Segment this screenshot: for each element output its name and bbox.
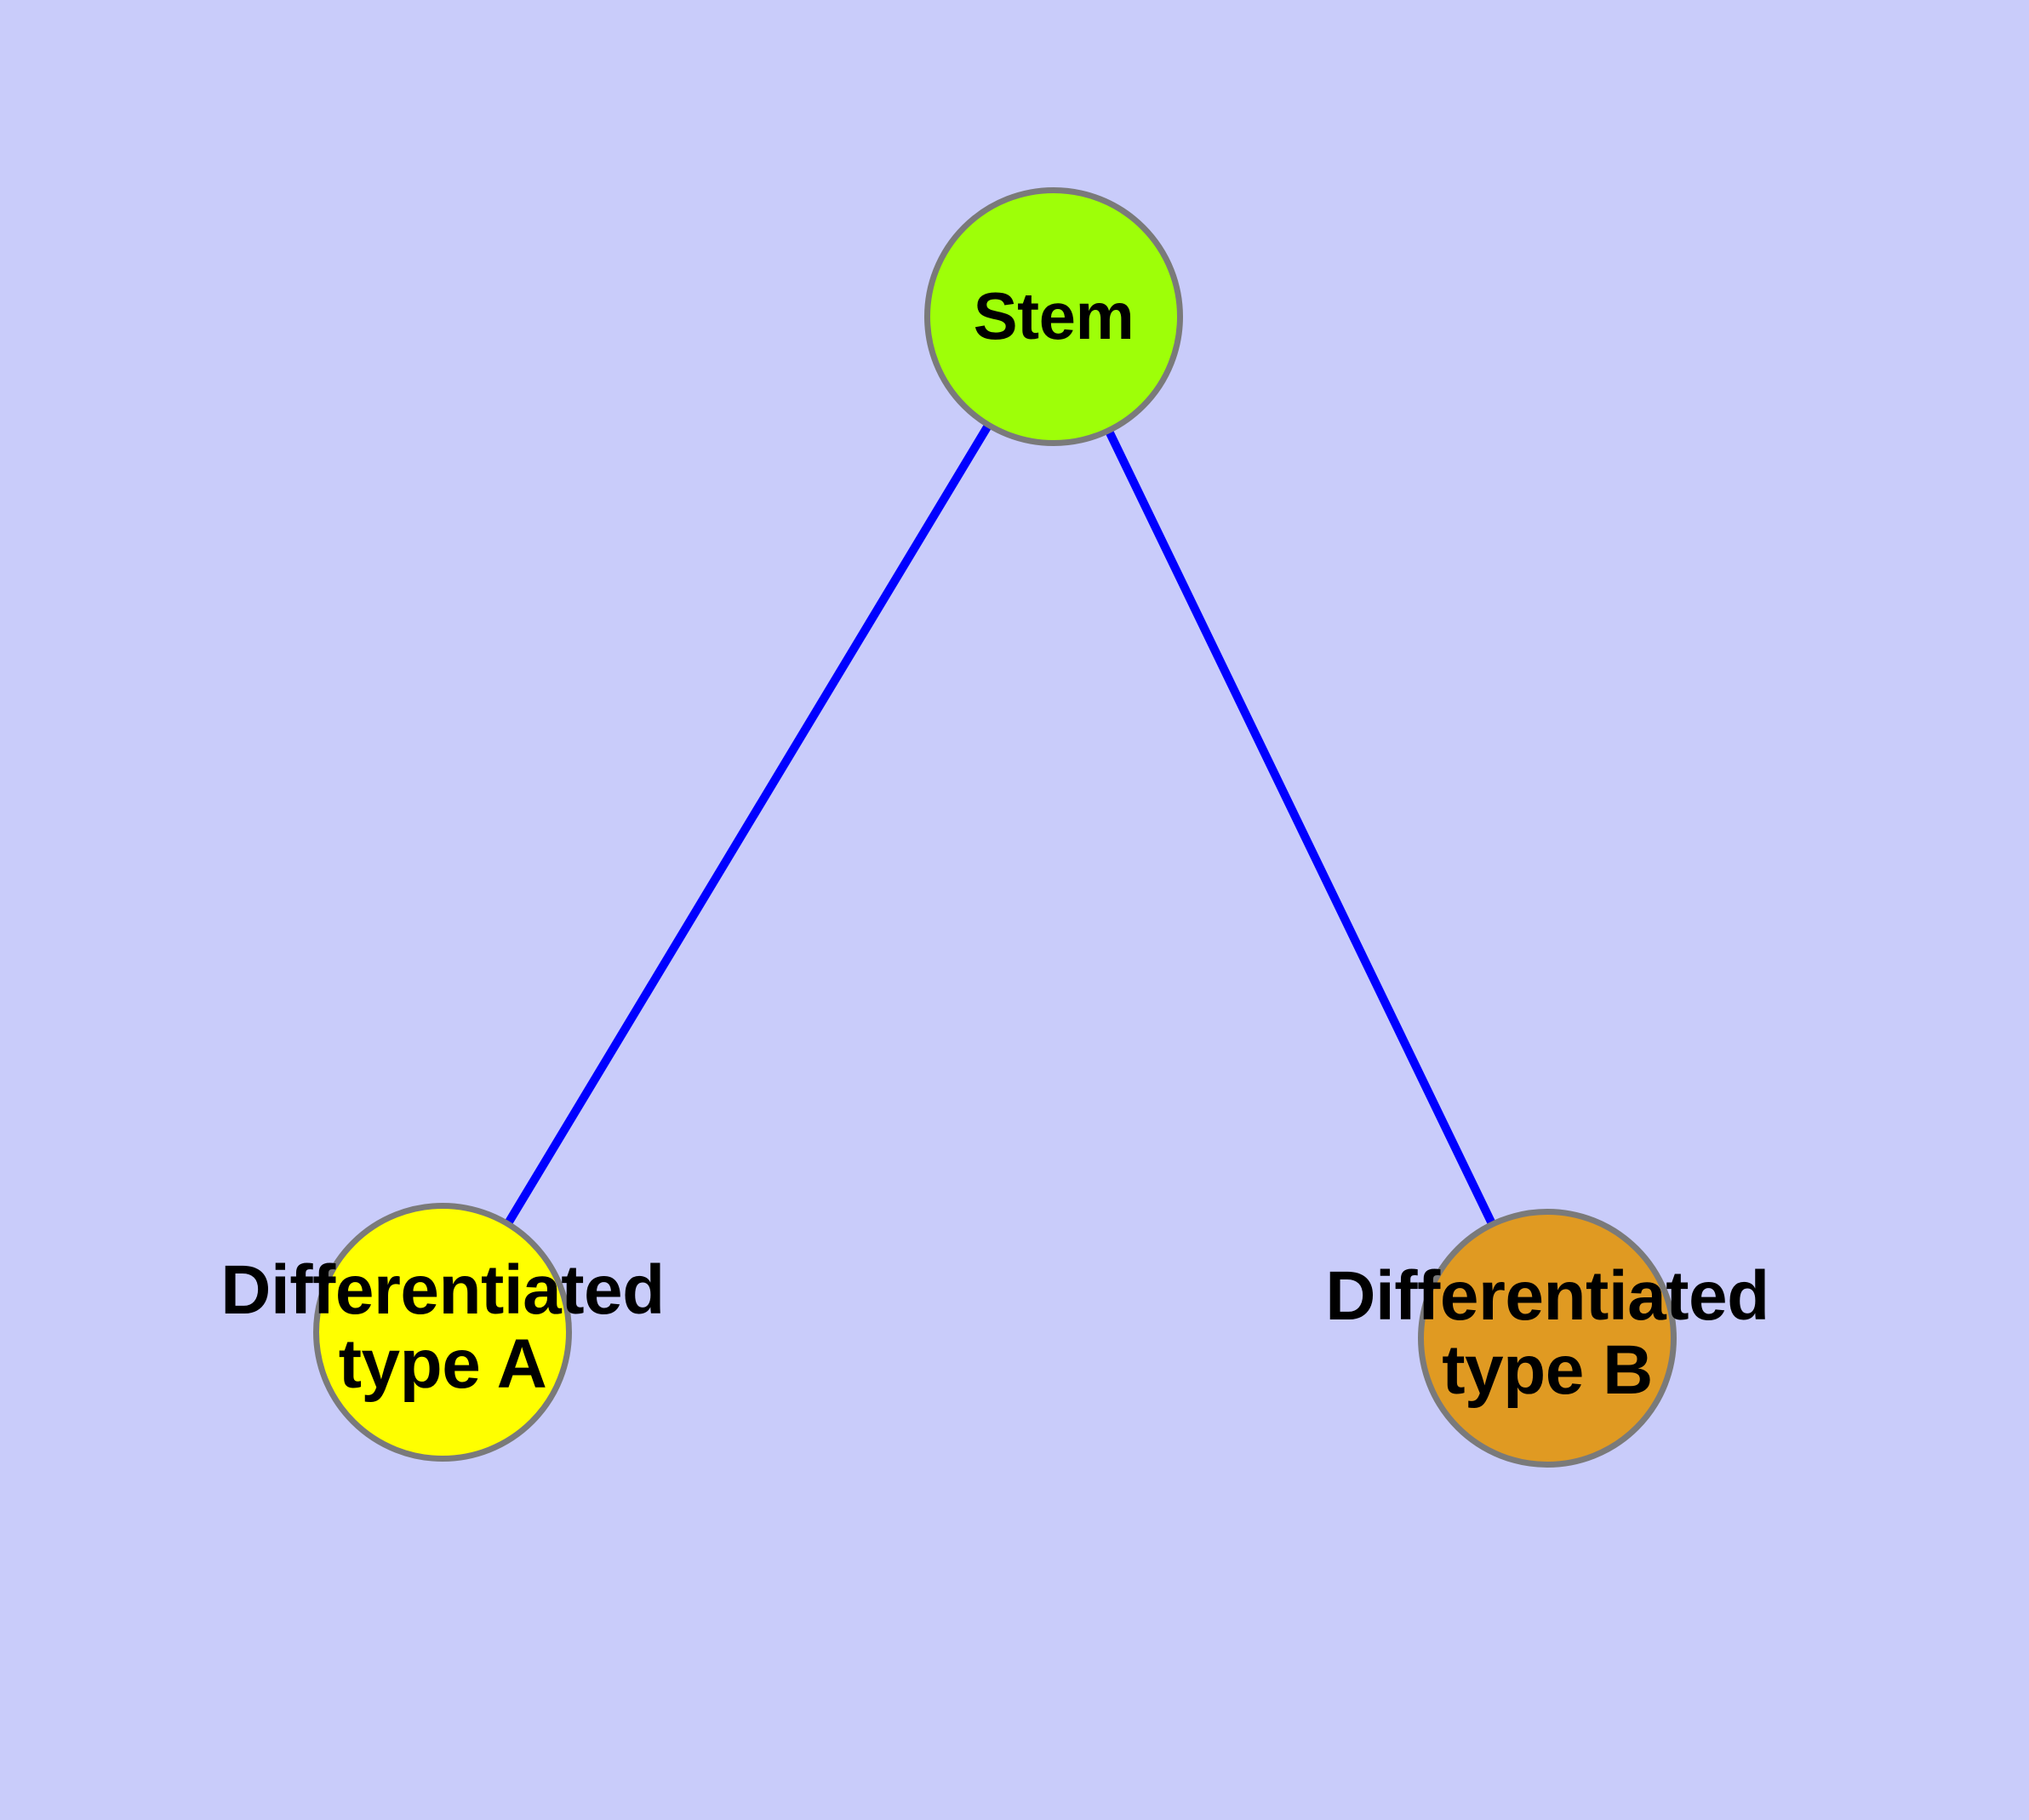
edge-stem-to-differentiated-type-b — [1049, 314, 1552, 1341]
edge-stem-to-differentiated-type-a — [438, 314, 1058, 1335]
node-differentiated-type-a[interactable] — [313, 1203, 572, 1462]
node-differentiated-type-b[interactable] — [1418, 1209, 1677, 1468]
node-stem[interactable] — [924, 187, 1183, 446]
